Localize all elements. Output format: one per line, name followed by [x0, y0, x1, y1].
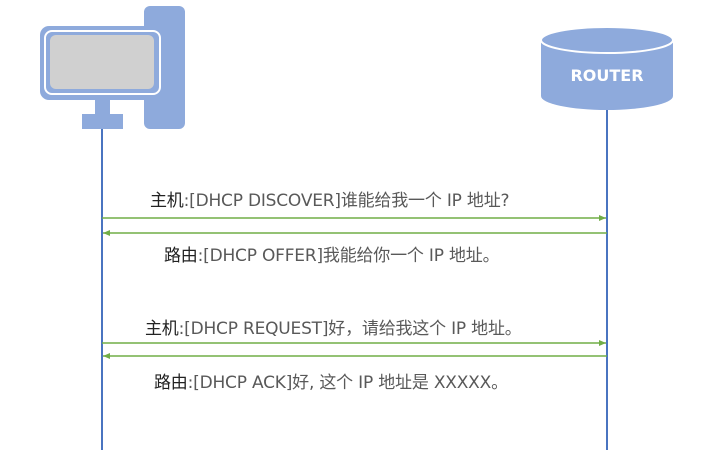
database-cylinder-icon: ROUTER — [540, 26, 674, 110]
message-ack: 路由:[DHCP ACK]好, 这个 IP 地址是 XXXXX。 — [154, 368, 508, 393]
message-separator: : — [183, 191, 190, 211]
message-sender: 主机 — [145, 319, 179, 339]
computer-monitor-rim — [44, 30, 161, 95]
message-sender: 路由 — [164, 246, 198, 266]
router-label: ROUTER — [570, 66, 643, 85]
message-text: [DHCP OFFER]我能给你一个 IP 地址。 — [203, 246, 500, 266]
message-separator: : — [187, 373, 194, 393]
message-separator: : — [178, 319, 185, 339]
router-top — [540, 26, 674, 54]
message-discover: 主机:[DHCP DISCOVER]谁能给我一个 IP 地址? — [150, 186, 510, 211]
message-separator: : — [197, 246, 204, 266]
computer-screen — [50, 35, 154, 89]
router-body — [541, 40, 673, 110]
message-request: 主机:[DHCP REQUEST]好，请给我这个 IP 地址。 — [145, 314, 522, 339]
message-sender: 主机 — [150, 191, 184, 211]
computer-neck — [95, 98, 110, 116]
computer-icon — [40, 6, 185, 129]
message-text: [DHCP ACK]好, 这个 IP 地址是 XXXXX。 — [193, 373, 508, 393]
message-text: [DHCP REQUEST]好，请给我这个 IP 地址。 — [184, 319, 522, 339]
computer-base — [82, 114, 123, 129]
message-sender: 路由 — [154, 373, 188, 393]
message-text: [DHCP DISCOVER]谁能给我一个 IP 地址? — [189, 191, 510, 211]
message-offer: 路由:[DHCP OFFER]我能给你一个 IP 地址。 — [164, 241, 500, 266]
